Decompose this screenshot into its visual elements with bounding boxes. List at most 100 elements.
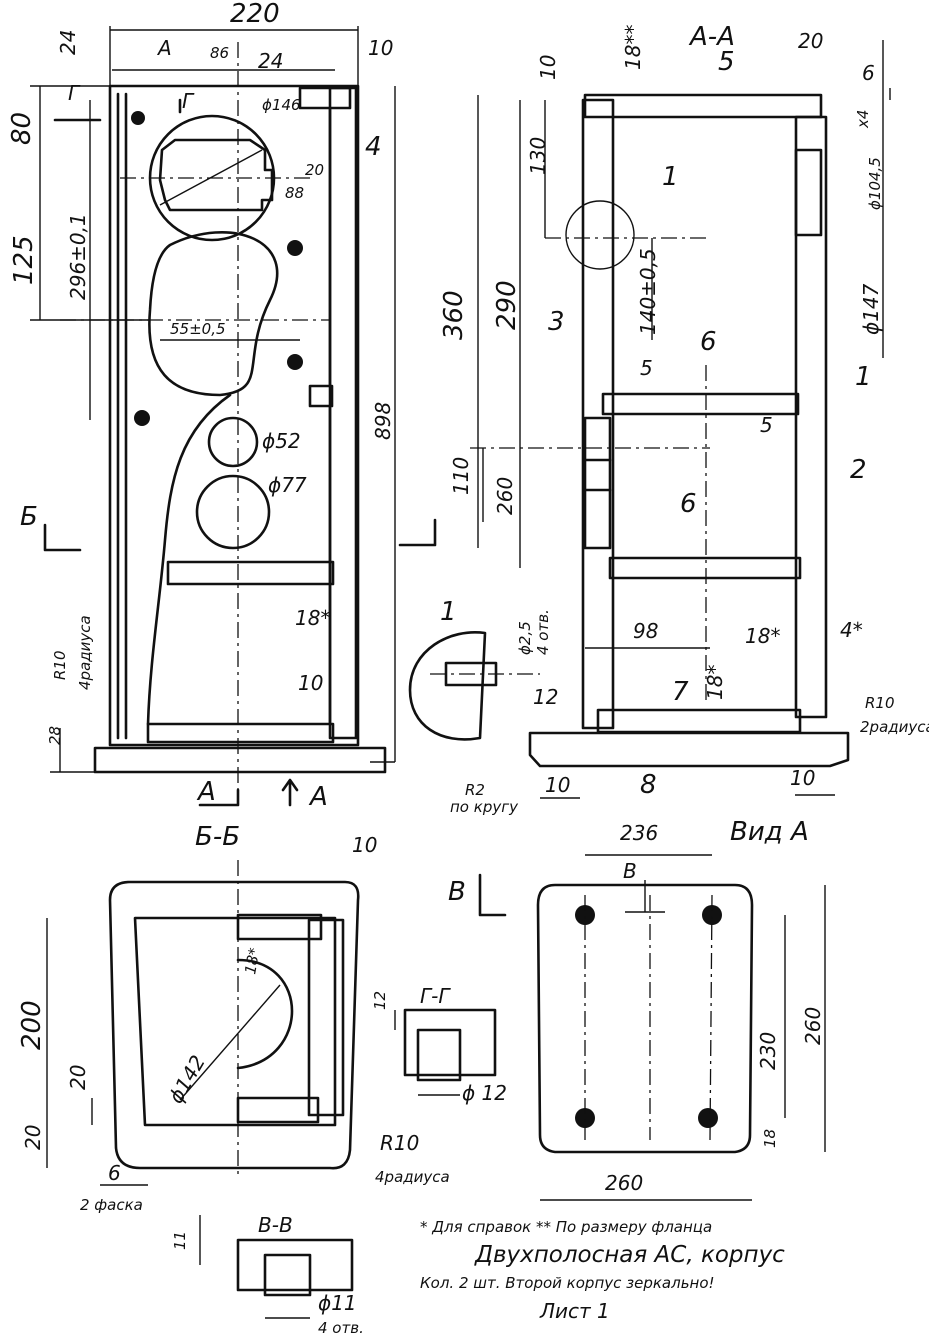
- bb-side-wall: [307, 918, 345, 1117]
- front-inner-edge: [116, 92, 128, 740]
- aa-dim-x4: x4: [854, 110, 872, 129]
- detail-1: [408, 631, 540, 741]
- dim-220: 220: [230, 0, 280, 29]
- dim-296: 296±0,1: [66, 213, 90, 300]
- aa-dim-20: 20: [798, 29, 823, 53]
- section-B-marker: [43, 523, 82, 552]
- front-hole-1: [131, 111, 145, 125]
- marker-A-bottom: A: [196, 777, 216, 807]
- aa-dim-R10: R10: [865, 694, 895, 712]
- dim-88: 88: [285, 184, 304, 202]
- aa-shelf-6b: [608, 556, 802, 580]
- vv-note: 4 отв.: [318, 1319, 364, 1337]
- gg-dims: [394, 1010, 460, 1096]
- section-GG: [394, 1008, 497, 1096]
- aa-dim-10: [540, 794, 835, 799]
- bb-arc: [236, 958, 294, 1070]
- detail-1-callout: [565, 200, 635, 270]
- aa-part-6a: 6: [700, 327, 717, 357]
- front-hole-2: [287, 240, 303, 256]
- va-dim-18: 18: [761, 1129, 779, 1148]
- note-line-4: Лист 1: [539, 1299, 610, 1323]
- aa-part-3: 3: [548, 307, 565, 337]
- aa-dim-10b: 10: [790, 766, 815, 790]
- va-hole-1: [575, 905, 595, 925]
- front-side-wall: [328, 86, 358, 740]
- bb-inner: [133, 916, 337, 1127]
- bb-dim-20b: 20: [21, 1125, 45, 1150]
- bb-dim-10: 10: [352, 833, 377, 857]
- dim-20: 20: [305, 161, 324, 179]
- port-52: [207, 416, 259, 468]
- aa-dim-290: 290: [492, 280, 522, 330]
- vv-title: В-В: [258, 1213, 293, 1237]
- dim-28: 28: [46, 726, 64, 745]
- bb-section-V: [478, 873, 507, 917]
- detail-1-body: [408, 631, 487, 741]
- dim-24-mid: 24: [258, 49, 283, 73]
- dim-phi77: ϕ77: [268, 473, 307, 497]
- front-bottom-shelf: [146, 722, 335, 744]
- bb-R10-note: 4радиуса: [375, 1168, 450, 1186]
- va-section-V: [625, 880, 665, 913]
- marker-A-arrow: A: [308, 782, 328, 812]
- vv-dim-phi11: ϕ11: [318, 1291, 357, 1315]
- front-stub: [308, 384, 334, 408]
- aa-dim-18b: 18*: [703, 665, 727, 700]
- aa-dim-104: ϕ104,5: [866, 157, 884, 210]
- dim-10-top: 10: [368, 36, 393, 60]
- arrow-A: [281, 778, 299, 807]
- marker-A-top: A: [156, 36, 172, 60]
- detail-1-note: 4 отв.: [534, 609, 552, 655]
- bb-dim-20a: 20: [66, 1065, 90, 1090]
- woofer-outline: [148, 231, 279, 397]
- bb-title: Б-Б: [195, 822, 240, 852]
- aa-dim-4: 4*: [840, 618, 863, 642]
- dim-55: 55±0,5: [170, 320, 226, 338]
- vv-dims: [199, 1215, 310, 1319]
- va-title: Вид А: [730, 817, 809, 847]
- note-line-3: Кол. 2 шт. Второй корпус зеркально!: [420, 1274, 715, 1292]
- detail-1-phi: ϕ2,5: [516, 621, 534, 655]
- vv-body: [236, 1238, 354, 1292]
- va-cl-2: [709, 894, 713, 1141]
- front-hole-4: [134, 410, 150, 426]
- front-shelf: [166, 560, 335, 586]
- aa-section-B: [398, 518, 437, 547]
- aa-part-5: 5: [718, 47, 735, 77]
- dim-898: 898: [371, 402, 395, 440]
- vv-hole: [263, 1253, 312, 1297]
- dim-86: 86: [210, 44, 229, 62]
- aa-dim-18a: 18*: [745, 624, 780, 648]
- front-plinth: [93, 746, 387, 774]
- gg-dim-12: 12: [371, 991, 389, 1010]
- bb-dim-6: 6: [108, 1161, 121, 1185]
- aa-part-8: [528, 731, 850, 768]
- va-hole-3: [575, 1108, 595, 1128]
- aa-dim-6: 6: [862, 61, 875, 85]
- gg-hole: [416, 1028, 462, 1082]
- aa-part-6b: 6: [680, 489, 697, 519]
- bb-R10: R10: [380, 1131, 419, 1155]
- bb-dim-18: 18*: [241, 946, 263, 976]
- aa-vdims: [477, 95, 653, 568]
- va-dim-230: 230: [756, 1032, 780, 1070]
- dim-R10-front: R10: [51, 650, 69, 680]
- aa-dim-98: 98: [633, 619, 658, 643]
- aa-dim-5b: 5: [760, 413, 773, 437]
- dim-24-top: 24: [56, 30, 80, 55]
- front-extlines: [30, 85, 395, 773]
- aa-dim-R2-note: по кругу: [450, 798, 519, 816]
- dim-10-front: 10: [298, 671, 323, 695]
- aa-dim-140: 140±0,5: [636, 248, 660, 335]
- dim-phi146: ϕ146: [262, 96, 301, 114]
- aa-dim-5a: 5: [640, 356, 653, 380]
- aa-dim-R2: R2: [465, 781, 485, 799]
- section-A-marker: [198, 788, 240, 807]
- va-hole-4: [698, 1108, 718, 1128]
- gg-dim-phi12: ϕ 12: [462, 1081, 507, 1105]
- dim-R10-note: 4радиуса: [76, 615, 94, 690]
- bb-dim-200: 200: [17, 1000, 47, 1050]
